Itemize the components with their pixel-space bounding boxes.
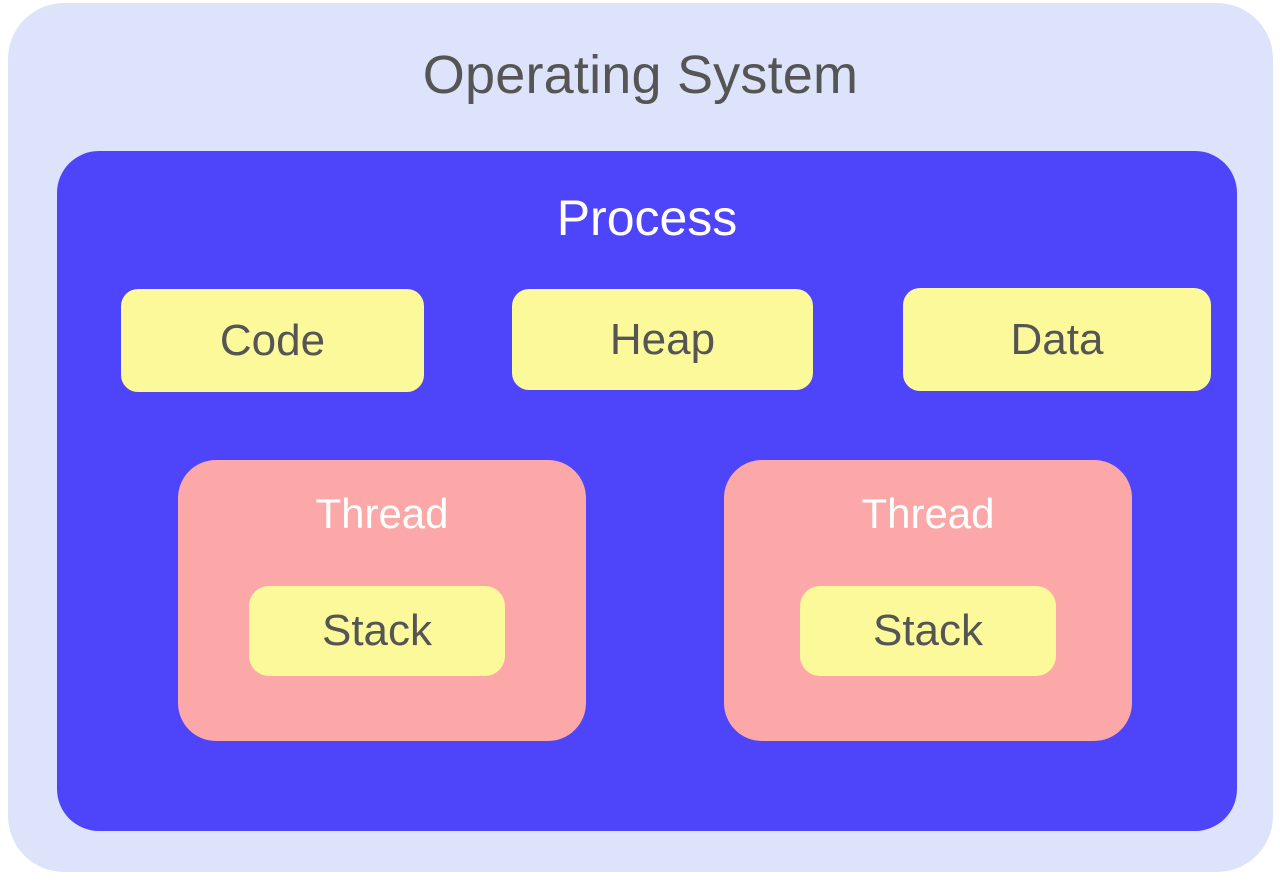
memory-segment-data: Data [903, 288, 1211, 391]
memory-segment-code-label: Code [219, 315, 326, 365]
thread-label-1: Thread [315, 490, 449, 537]
memory-segment-code: Code [121, 289, 424, 392]
memory-segment-data-label: Data [1010, 314, 1104, 364]
thread-box-1: Thread Stack [178, 460, 586, 741]
operating-system-container: Operating System Process Code Heap Data … [8, 3, 1273, 872]
thread-stack-label-2: Stack [872, 606, 984, 655]
thread-stack-label-1: Stack [321, 606, 433, 655]
process-container: Process Code Heap Data Thread Stack Thre… [57, 151, 1237, 831]
memory-segment-heap: Heap [512, 289, 813, 390]
memory-segment-heap-label: Heap [609, 314, 716, 364]
thread-stack-box-2: Stack [800, 586, 1056, 676]
thread-stack-box-1: Stack [249, 586, 505, 676]
thread-label-2: Thread [861, 490, 995, 537]
thread-box-2: Thread Stack [724, 460, 1132, 741]
process-label: Process [556, 190, 738, 246]
operating-system-label: Operating System [422, 45, 859, 105]
